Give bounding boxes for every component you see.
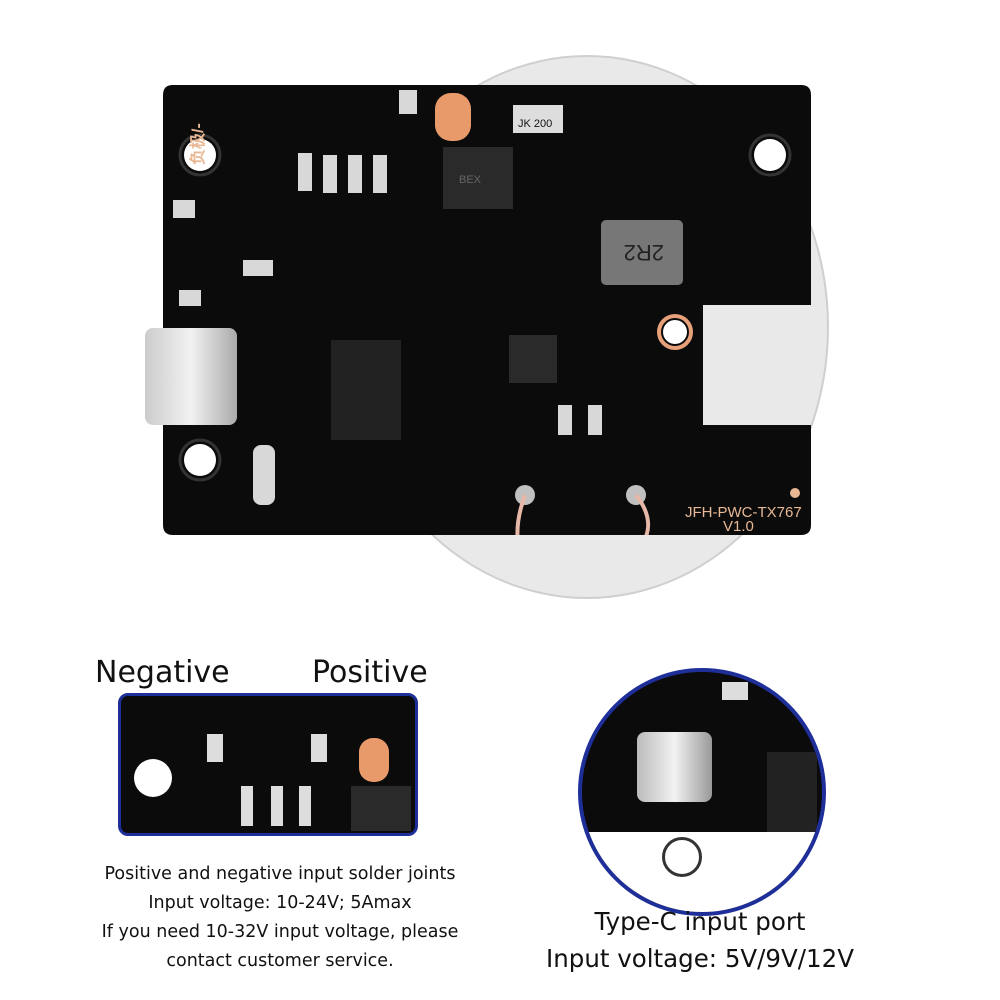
silk-negative: 负极/- xyxy=(188,123,207,165)
silk-model: JFH-PWC-TX767 xyxy=(685,504,802,521)
resistor-marking: JK 200 xyxy=(518,118,552,130)
usb-c-port xyxy=(145,328,237,425)
silk-version: V1.0 xyxy=(723,518,754,535)
typec-caption: Type-C input port Input voltage: 5V/9V/1… xyxy=(520,903,880,977)
caption-line: If you need 10-32V input voltage, please xyxy=(101,922,459,942)
caption-line: contact customer service. xyxy=(166,951,394,971)
caption-line: Type-C input port xyxy=(594,907,806,936)
solder-joint-caption: Positive and negative input solder joint… xyxy=(60,860,500,976)
ic-marking: BEX xyxy=(459,174,482,186)
pcb-board: 负极/- 2R2 JK 200 BEX JFH-PWC-TX767 V1.0 xyxy=(163,85,811,535)
positive-label: Positive xyxy=(312,655,428,690)
inductor-marking: 2R2 xyxy=(624,240,664,265)
mounting-holes xyxy=(178,133,792,482)
caption-line: Positive and negative input solder joint… xyxy=(104,864,456,884)
solder-joint-inset xyxy=(118,693,418,836)
typec-inset xyxy=(578,668,826,916)
caption-line: Input voltage: 5V/9V/12V xyxy=(546,944,854,973)
negative-label: Negative xyxy=(95,655,230,690)
caption-line: Input voltage: 10-24V; 5Amax xyxy=(148,893,412,913)
